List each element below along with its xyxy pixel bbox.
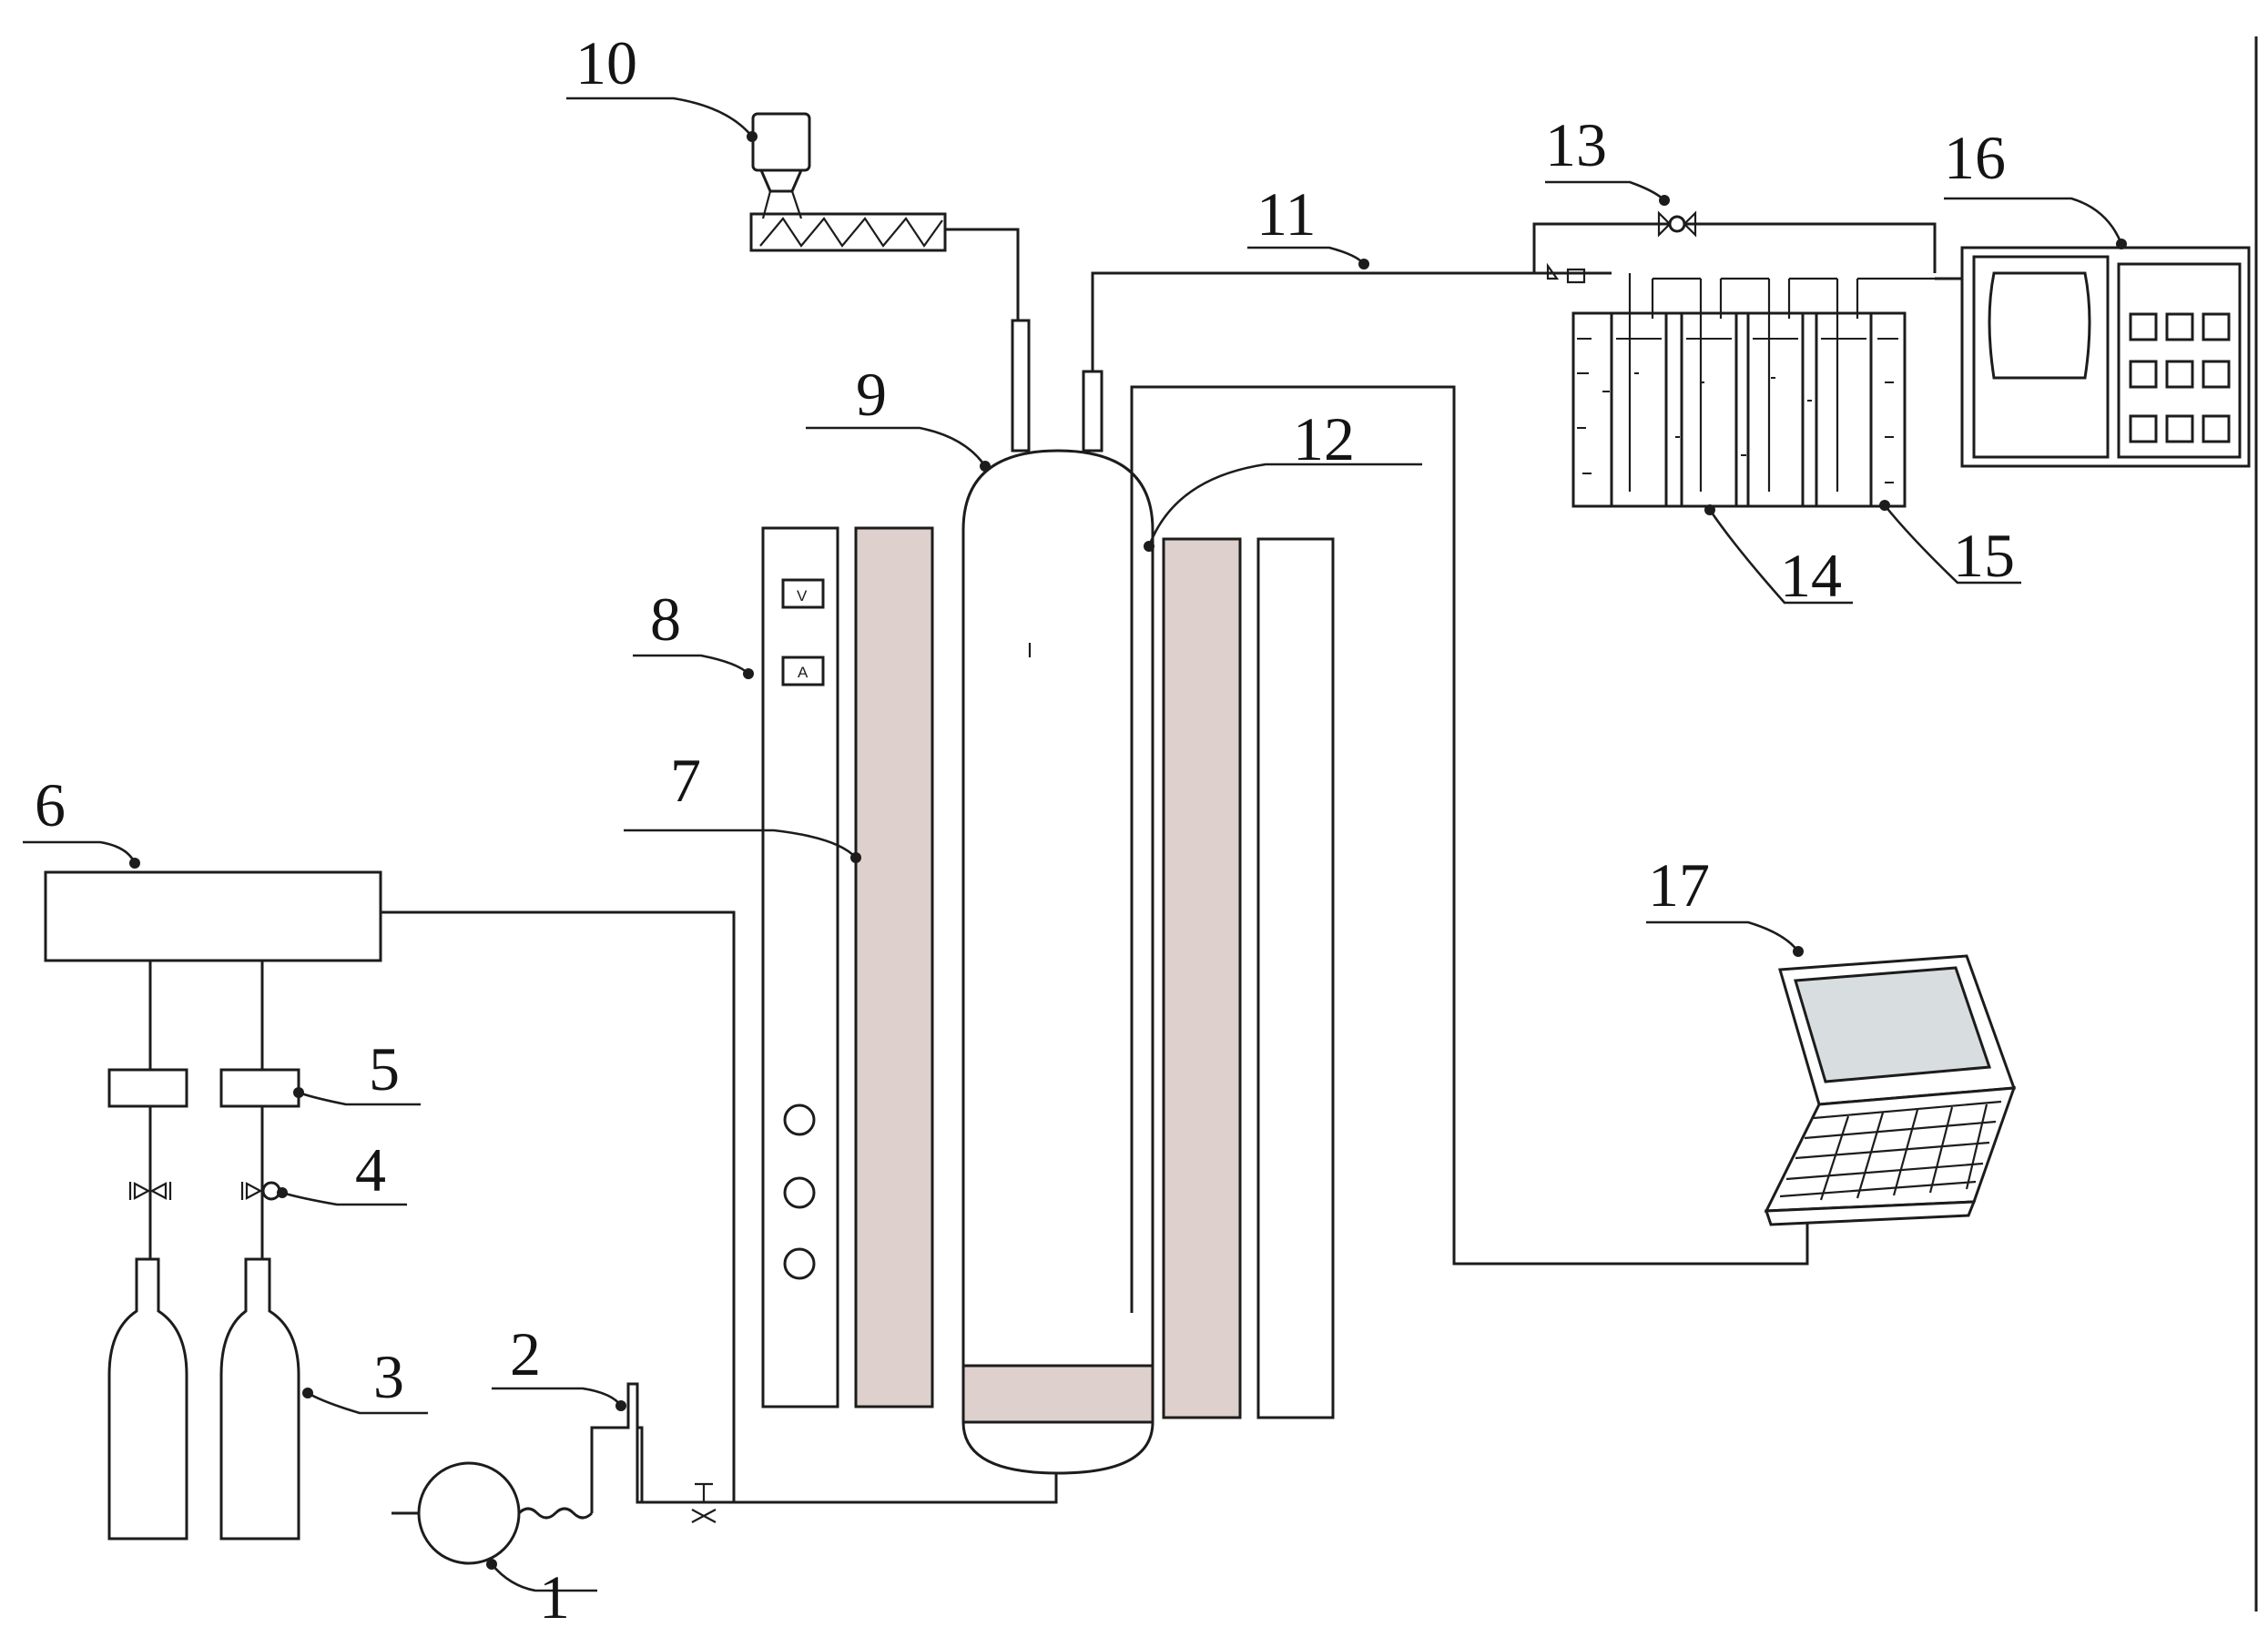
callout-11: 11	[1256, 179, 1316, 249]
heater-jacket-left	[854, 526, 934, 1408]
absorption-bottle-3	[1746, 311, 1805, 508]
callout-6: 6	[35, 770, 66, 839]
u-tube	[590, 1382, 692, 1513]
callout-17: 17	[1648, 850, 1710, 920]
callout-12: 12	[1293, 404, 1355, 473]
gas-mixer	[44, 870, 382, 962]
callout-5: 5	[369, 1034, 400, 1103]
inlet-valve	[691, 1482, 734, 1523]
reactor-vessel	[961, 319, 1154, 1475]
flow-meter-right	[219, 1068, 300, 1108]
callout-numbers: 1 2 3 4 5 6 7 8 9 10 11 12 13 14 15 16 1…	[35, 28, 2015, 1627]
cylinder-valve-left	[128, 1182, 172, 1200]
callout-8: 8	[650, 585, 681, 654]
callout-1: 1	[539, 1562, 570, 1627]
absorption-bottle-1	[1610, 311, 1668, 508]
gas-analyzer	[1935, 246, 2251, 468]
callout-15: 15	[1953, 521, 2015, 590]
laptop-screen	[1794, 966, 1992, 1083]
ammeter-label: A	[798, 664, 809, 681]
analyzer-keypad	[2129, 312, 2231, 443]
callout-9: 9	[856, 360, 887, 429]
pump-body	[417, 1461, 521, 1565]
callout-10: 10	[575, 28, 637, 97]
feed-hopper	[751, 112, 811, 172]
feed-line-bottom	[734, 1473, 1058, 1504]
voltmeter-label: V	[797, 587, 808, 605]
absorption-train	[1571, 273, 1935, 508]
voltmeter-display	[781, 578, 825, 609]
catalyst-bed	[961, 1364, 1154, 1424]
callout-leaders	[23, 97, 2127, 1592]
panel-knob-3	[783, 1247, 816, 1280]
callout-14: 14	[1780, 541, 1842, 610]
analyzer-screen	[1988, 271, 2091, 380]
laptop-computer	[1764, 954, 2017, 1226]
cylinder-valve-right	[240, 1181, 281, 1201]
heater-jacket-right	[1162, 537, 1242, 1419]
callout-4: 4	[355, 1135, 386, 1205]
bypass-line	[1532, 210, 1937, 273]
outlet-gas-line	[1091, 271, 1552, 371]
mixer-return-line	[381, 910, 736, 1502]
callout-7: 7	[670, 746, 701, 815]
signal-cable	[1130, 385, 1809, 1266]
gas-cylinder-right	[219, 1257, 300, 1541]
panel-knob-2	[783, 1176, 816, 1209]
callout-16: 16	[1944, 123, 2006, 192]
absorption-bottle-4	[1815, 311, 1873, 508]
outlet-valve	[1546, 262, 1586, 284]
gas-pump	[392, 1461, 594, 1565]
control-panel: V A	[761, 526, 839, 1408]
panel-knob-1	[783, 1103, 816, 1136]
callout-13: 13	[1545, 110, 1607, 179]
callout-2: 2	[510, 1319, 541, 1388]
gas-cylinder-left	[107, 1257, 188, 1541]
ammeter-display	[781, 656, 825, 686]
insulation-panel-right	[1256, 537, 1335, 1419]
flow-meter-left	[107, 1068, 188, 1108]
screw-feeder	[749, 112, 1020, 320]
absorption-bottle-2	[1680, 311, 1738, 508]
callout-3: 3	[373, 1342, 404, 1411]
